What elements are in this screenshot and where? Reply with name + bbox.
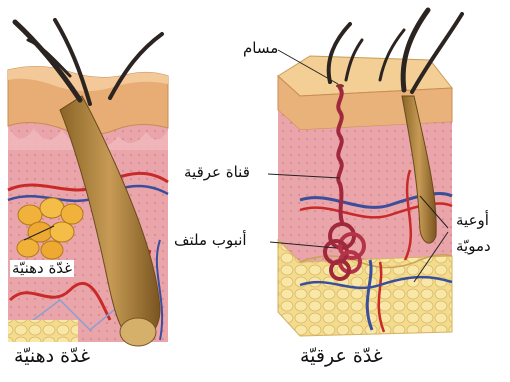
coiled-tube-label: أنبوب ملتف (172, 232, 249, 249)
sebaceous-gland-inset-label: غدّة دهنيّة (10, 260, 74, 277)
sweat-duct-label: قناة عرقية (182, 164, 252, 181)
blood-vessels-label-line1: أوعية (456, 212, 489, 229)
sweat-gland-caption: غدّة عرقيّة (300, 346, 383, 367)
left-fat (8, 320, 78, 342)
hair-bulb (120, 318, 156, 346)
sebaceous-gland-caption: غدّة دهنيّة (14, 346, 90, 367)
sweat-illustration (268, 10, 462, 336)
pore-label: مسام (243, 40, 278, 57)
blood-vessels-label-line2: دمويّة (456, 238, 491, 255)
sebaceous-illustration (8, 20, 168, 346)
